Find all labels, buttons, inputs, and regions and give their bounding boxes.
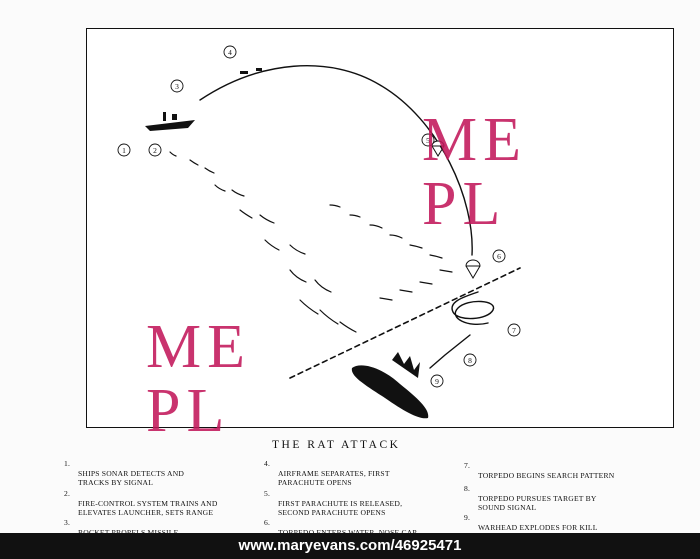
marker-4: 4 [228, 48, 232, 57]
submarine [351, 352, 429, 419]
step-4: 4.AIRFRAME SEPARATES, FIRST PARACHUTE OP… [264, 459, 390, 487]
pursuit-path [429, 334, 471, 369]
step-9: 9.WARHEAD EXPLODES FOR KILL [464, 513, 598, 532]
step-1: 1.SHIPS SONAR DETECTS AND TRACKS BY SIGN… [64, 459, 185, 487]
step-8: 8.TORPEDO PURSUES TARGET BY SOUND SIGNAL [464, 484, 597, 512]
missile-parts [240, 68, 262, 74]
watermark-bottom: ME PL [146, 313, 251, 445]
destroyer-ship [145, 112, 195, 131]
marker-8: 8 [468, 356, 472, 365]
search-spiral [451, 291, 495, 325]
marker-5: 5 [426, 136, 430, 145]
sonar-waves [149, 149, 453, 333]
credit-banner: www.maryevans.com/46925471 [0, 533, 700, 559]
watermark-top: ME PL [422, 106, 527, 238]
marker-3: 3 [175, 82, 179, 91]
marker-7: 7 [512, 326, 516, 335]
diagram-title: THE RAT ATTACK [272, 439, 401, 451]
marker-9: 9 [435, 377, 439, 386]
marker-1: 1 [122, 146, 126, 155]
marker-6: 6 [497, 252, 501, 261]
step-markers [117, 45, 521, 388]
marker-2: 2 [153, 146, 157, 155]
water-surface [289, 267, 521, 379]
missile-trajectory [199, 65, 473, 256]
diagram-frame [86, 28, 674, 428]
step-5: 5.FIRST PARACHUTE IS RELEASED, SECOND PA… [264, 489, 403, 517]
step-2: 2.FIRE-CONTROL SYSTEM TRAINS AND ELEVATE… [64, 489, 218, 517]
parachute-icons [431, 140, 481, 279]
step-7: 7.TORPEDO BEGINS SEARCH PATTERN [464, 461, 615, 480]
